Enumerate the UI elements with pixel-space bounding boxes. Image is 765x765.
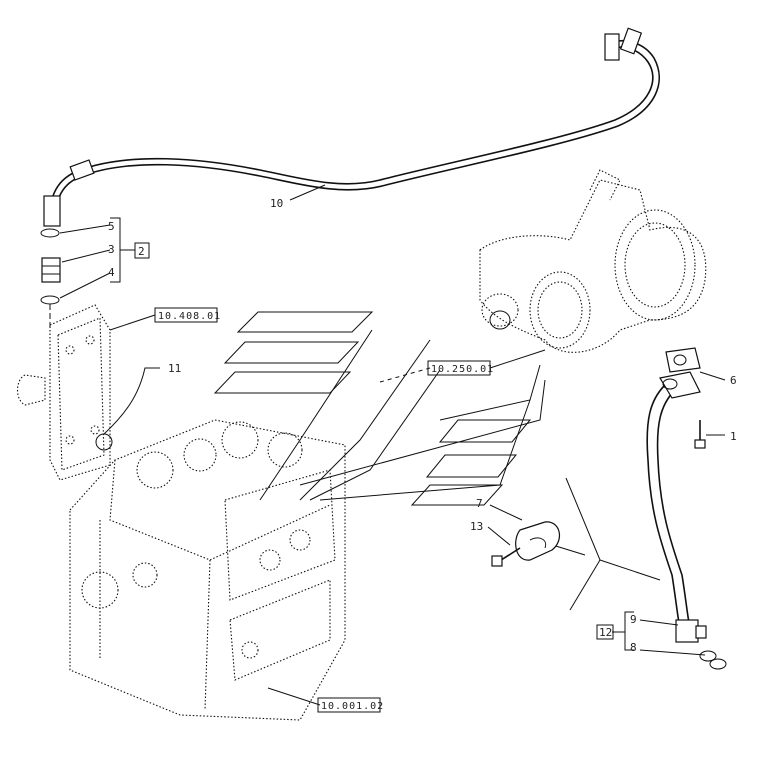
oil-feed-pipe <box>43 27 660 227</box>
callout-8: 8 <box>630 641 637 654</box>
callout-6: 6 <box>730 374 737 387</box>
callout-9: 9 <box>630 613 637 626</box>
callout-10: 10 <box>270 197 283 210</box>
callout-11: 11 <box>168 362 181 375</box>
screw <box>491 547 521 567</box>
bolt <box>694 420 706 449</box>
callout-bracket-2 <box>59 217 150 299</box>
callout-4: 4 <box>108 266 115 279</box>
ref-box-oil-cooler <box>154 307 218 323</box>
leader-lines-gasket <box>259 329 546 501</box>
ref-turbo: 10.250.01 <box>431 364 494 375</box>
ref-block: 10.001.02 <box>321 701 384 712</box>
ref-box-turbo <box>427 360 491 376</box>
callout-12: 12 <box>599 626 612 639</box>
gasket-set-panels <box>213 311 532 506</box>
clamp <box>515 521 561 561</box>
turbocharger <box>479 169 707 353</box>
engine-block <box>69 419 346 721</box>
ref-box-block <box>317 697 381 713</box>
callout-7: 7 <box>476 497 483 510</box>
callout-2: 2 <box>138 245 145 258</box>
callout-1: 1 <box>730 430 737 443</box>
fitting-stack <box>40 228 61 330</box>
callout-5: 5 <box>108 220 115 233</box>
callout-3: 3 <box>108 243 115 256</box>
ref-oil-cooler: 10.408.01 <box>158 311 221 322</box>
callout-bracket-12 <box>596 611 706 656</box>
callout-13: 13 <box>470 520 483 533</box>
oil-drain-pipe <box>646 347 727 670</box>
oil-cooler-cover <box>16 304 113 481</box>
